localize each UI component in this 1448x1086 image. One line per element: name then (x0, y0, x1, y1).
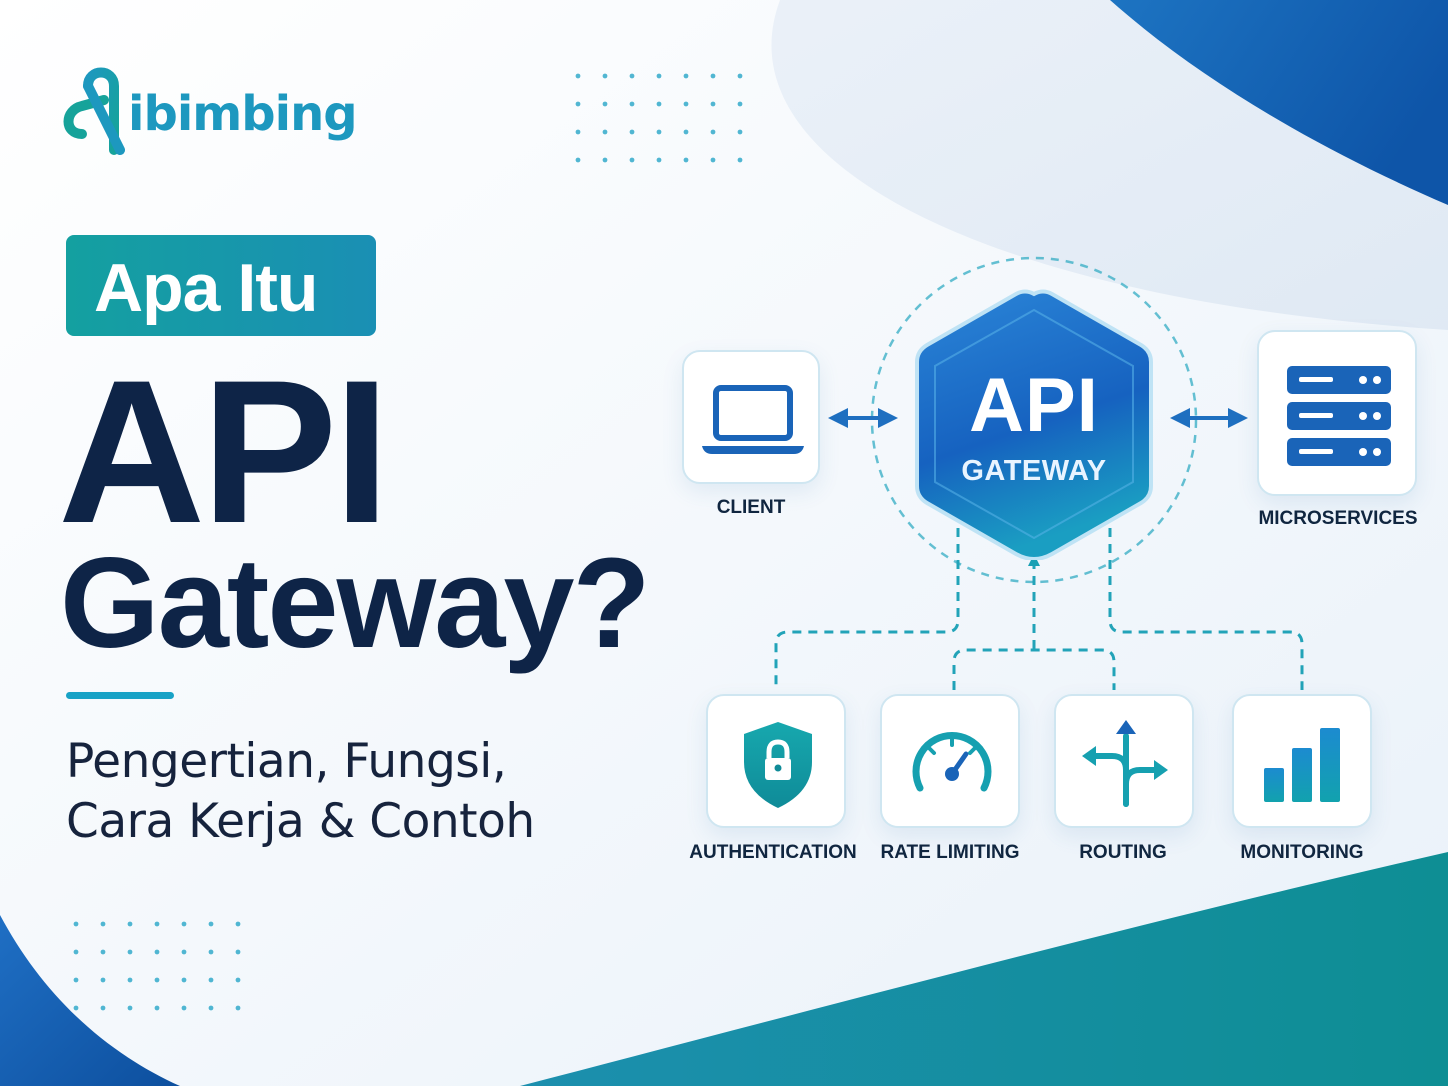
routing-label: ROUTING (1079, 842, 1167, 863)
title-line-2: Gateway? (60, 532, 651, 675)
monitoring-label: MONITORING (1240, 842, 1364, 863)
gateway-hexagon (915, 289, 1153, 560)
headline-badge: Apa Itu (66, 235, 376, 336)
subtitle-line-2: Cara Kerja & Contoh (66, 794, 535, 849)
subtitle: Pengertian, Fungsi, Cara Kerja & Contoh (66, 732, 535, 852)
microservices-node (1257, 330, 1417, 496)
divider (66, 692, 174, 699)
route-split-icon (1082, 720, 1168, 807)
routing-node (1054, 694, 1194, 828)
microservices-label: MICROSERVICES (1258, 508, 1418, 529)
logo-text: ibimbing (128, 86, 358, 142)
laptop-icon (702, 385, 804, 454)
gateway-title: API (969, 363, 1099, 448)
dot-grid-top (575, 73, 743, 163)
brand-logo[interactable]: ibimbing (58, 64, 358, 164)
monitoring-node (1232, 694, 1372, 828)
title-line-1: API (58, 338, 390, 566)
subtitle-line-1: Pengertian, Fungsi, (66, 734, 507, 789)
dot-grid-bottom (73, 921, 241, 1011)
shield-lock-icon (744, 722, 812, 808)
bar-chart-icon (1264, 728, 1340, 802)
gateway-subtitle: GATEWAY (961, 455, 1107, 487)
speedometer-icon (912, 732, 992, 792)
ibimbing-logo-icon (63, 67, 125, 155)
rate-limiting-node (880, 694, 1020, 828)
client-node (682, 350, 820, 484)
server-stack-icon (1287, 366, 1391, 466)
authentication-node (706, 694, 846, 828)
authentication-label: AUTHENTICATION (689, 842, 857, 863)
client-label: CLIENT (716, 497, 786, 518)
rate-limiting-label: RATE LIMITING (880, 842, 1020, 863)
